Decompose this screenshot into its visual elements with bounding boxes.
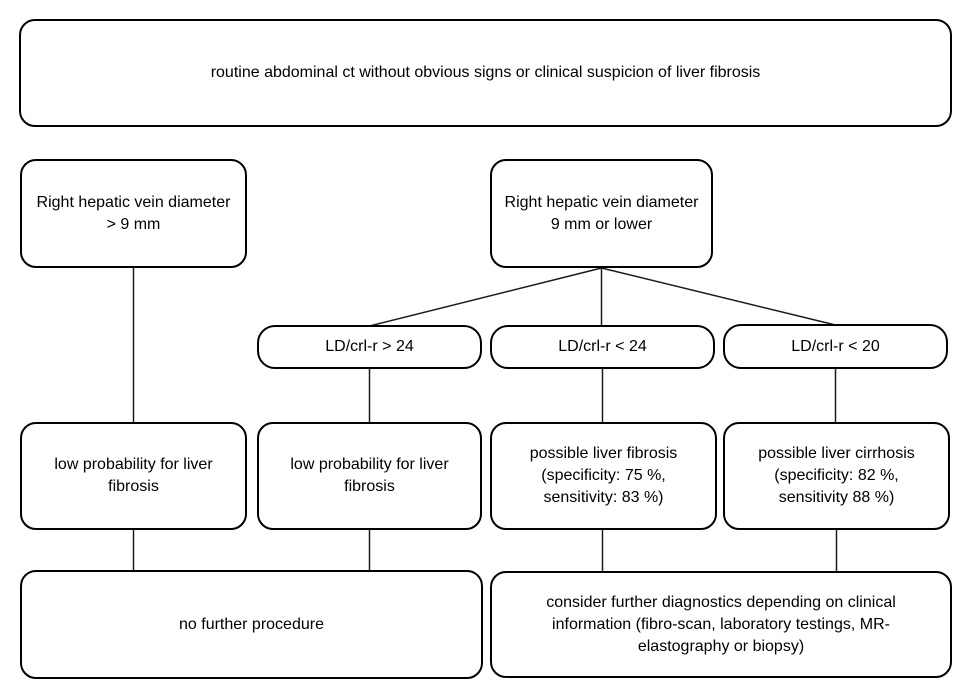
node-rhv-diameter-gt-9mm: Right hepatic vein diameter > 9 mm xyxy=(20,159,247,268)
node-text: possible liver cirrhosis xyxy=(758,445,915,462)
node-text: routine abdominal ct without obvious sig… xyxy=(210,64,761,81)
node-ld-crl-r-lt-24: LD/crl-r < 24 xyxy=(490,325,715,369)
node-text: > 9 mm xyxy=(106,215,161,233)
node-low-probability-fibrosis-1: low probability for liver fibrosis xyxy=(20,422,247,530)
node-text: sensitivity: 83 %) xyxy=(543,489,664,506)
node-no-further-procedure: no further procedure xyxy=(20,570,483,679)
node-text: LD/crl-r < 20 xyxy=(791,337,880,355)
node-low-probability-fibrosis-2: low probability for liver fibrosis xyxy=(257,422,482,530)
node-text: possible liver fibrosis xyxy=(529,445,678,462)
node-text: (specificity: 75 %, xyxy=(541,467,666,484)
node-text: Right hepatic vein diameter xyxy=(504,193,699,211)
node-possible-liver-cirrhosis: possible liver cirrhosis (specificity: 8… xyxy=(723,422,950,530)
node-text: sensitivity 88 %) xyxy=(778,489,895,506)
node-text: LD/crl-r < 24 xyxy=(558,338,647,355)
node-possible-liver-fibrosis: possible liver fibrosis (specificity: 75… xyxy=(490,422,717,530)
node-text: low probability for liver xyxy=(54,456,213,473)
node-consider-further-diagnostics: consider further diagnostics depending o… xyxy=(490,571,952,678)
node-routine-abdominal-ct: routine abdominal ct without obvious sig… xyxy=(19,19,952,127)
node-text: (specificity: 82 %, xyxy=(774,467,899,484)
node-text: consider further diagnostics depending o… xyxy=(546,593,896,611)
node-text: 9 mm or lower xyxy=(550,215,653,233)
node-rhv-diameter-9mm-or-lower: Right hepatic vein diameter 9 mm or lowe… xyxy=(490,159,713,268)
node-text: no further procedure xyxy=(179,615,324,633)
node-text: elastography or biopsy) xyxy=(637,637,805,655)
node-text: LD/crl-r > 24 xyxy=(325,338,414,355)
node-text: fibrosis xyxy=(344,478,395,495)
node-text: low probability for liver xyxy=(290,456,449,473)
node-text: Right hepatic vein diameter xyxy=(36,193,231,211)
node-text: fibrosis xyxy=(108,478,159,495)
node-ld-crl-r-lt-20: LD/crl-r < 20 xyxy=(723,324,948,369)
node-text: information (fibro-scan, laboratory test… xyxy=(552,615,890,633)
node-ld-crl-r-gt-24: LD/crl-r > 24 xyxy=(257,325,482,369)
